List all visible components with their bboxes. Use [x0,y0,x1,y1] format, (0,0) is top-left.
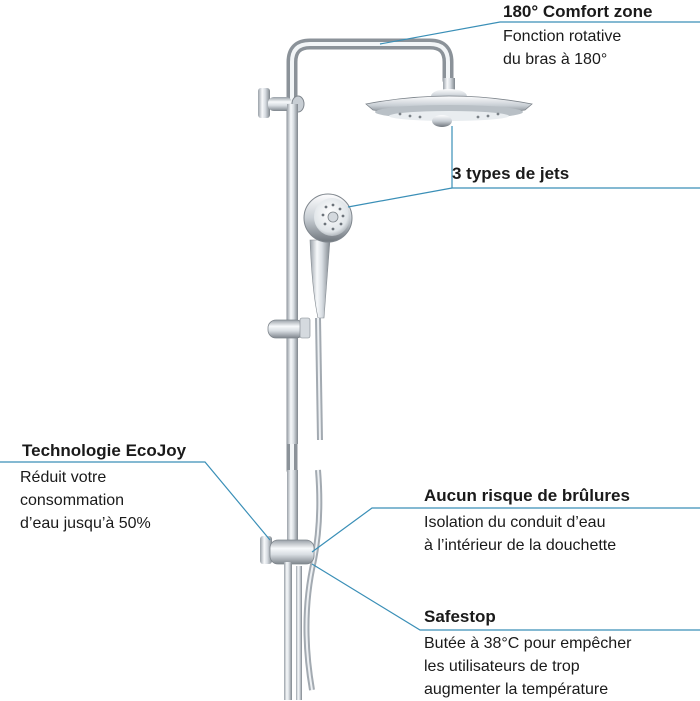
hose-upper [315,317,323,441]
feature-desc-comfort-zone: Fonction rotative du bras à 180° [503,25,621,71]
feature-title-comfort-zone: 180° Comfort zone [503,2,653,21]
mixer-section [260,469,323,700]
desc-line: augmenter la température [424,681,609,698]
callout-line-safestop [311,563,700,631]
riser-pipe [287,104,298,444]
feature-desc-burns: Isolation du conduit d’eau à l’intérieur… [424,511,616,557]
desc-line: du bras à 180° [503,51,608,68]
callout-line-burns [311,507,700,553]
desc-line: les utilisateurs de trop [424,658,580,675]
head-shower [365,78,533,127]
callout-line-comfort-zone [379,21,700,45]
feature-desc-safestop: Butée à 38°C pour empêcher les utilisate… [424,632,631,701]
desc-line: Réduit votre [20,469,107,486]
hand-shower [303,193,353,319]
feature-title-safestop: Safestop [424,607,496,626]
callout-lines [0,21,700,631]
feature-title-jets: 3 types de jets [452,164,570,183]
shower-arm [286,38,454,476]
feature-title-ecojoy: Technologie EcoJoy [22,441,187,460]
desc-line: Isolation du conduit d’eau [424,514,606,531]
desc-line: Fonction rotative [503,28,622,45]
callout-line-jets-hand [347,187,453,208]
callout-line-ecojoy [0,461,271,541]
feature-title-burns: Aucun risque de brûlures [424,486,630,505]
desc-line: à l’intérieur de la douchette [424,537,617,554]
slider-holder [267,317,311,339]
feature-desc-ecojoy: Réduit votre consommation d’eau jusqu’à … [20,466,151,535]
desc-line: consommation [20,492,125,509]
desc-line: d’eau jusqu’à 50% [20,515,151,532]
desc-line: Butée à 38°C pour empêcher [424,635,632,652]
